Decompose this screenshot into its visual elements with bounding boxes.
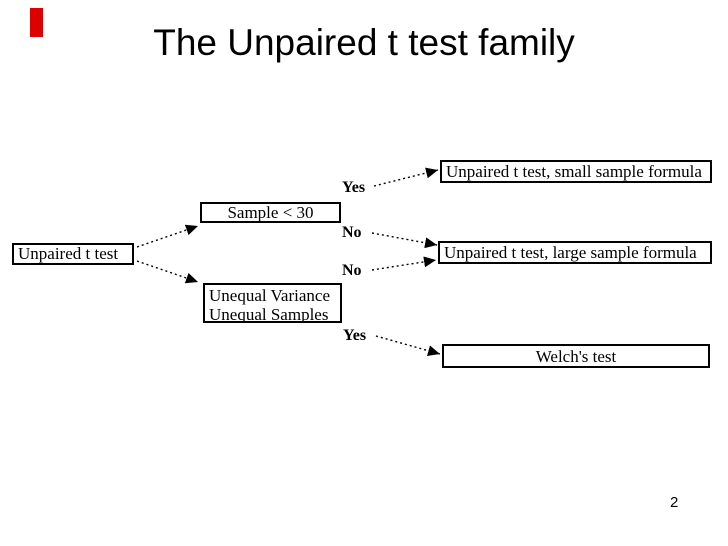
page-number: 2	[670, 494, 679, 511]
edge-label-yes-bottom: Yes	[343, 327, 367, 344]
node-unequal-line2: Unequal Samples	[209, 305, 329, 323]
edge-label-no-top: No	[342, 224, 362, 241]
node-unequal-variance-samples: Unequal Variance Unequal Samples	[203, 283, 342, 323]
node-small-sample-formula-label: Unpaired t test, small sample formula	[446, 162, 702, 181]
red-accent-bar	[30, 8, 43, 37]
edge-label-yes-top: Yes	[342, 179, 366, 196]
node-welchs-test: Welch's test	[442, 344, 710, 368]
node-large-sample-formula: Unpaired t test, large sample formula	[438, 241, 712, 264]
node-unpaired-t-test-label: Unpaired t test	[18, 244, 119, 263]
edge-label-no-bottom: No	[342, 262, 362, 279]
arrow-no-to-large-top	[371, 232, 438, 249]
node-unequal-line1: Unequal Variance	[209, 286, 330, 305]
node-sample-lt-30: Sample < 30	[200, 202, 341, 223]
slide-title: The Unpaired t test family	[153, 22, 575, 63]
node-sample-lt-30-label: Sample < 30	[227, 203, 314, 222]
node-small-sample-formula: Unpaired t test, small sample formula	[440, 160, 712, 183]
arrow-no-to-large-bottom	[371, 256, 437, 271]
node-unpaired-t-test: Unpaired t test	[12, 243, 134, 265]
arrow-yes-to-welch	[375, 335, 441, 357]
arrow-yes-to-small	[373, 167, 439, 187]
node-large-sample-formula-label: Unpaired t test, large sample formula	[444, 243, 697, 262]
arrow-root-to-sample	[136, 224, 199, 248]
node-welchs-test-label: Welch's test	[535, 347, 617, 366]
arrow-root-to-unequal	[136, 260, 199, 284]
